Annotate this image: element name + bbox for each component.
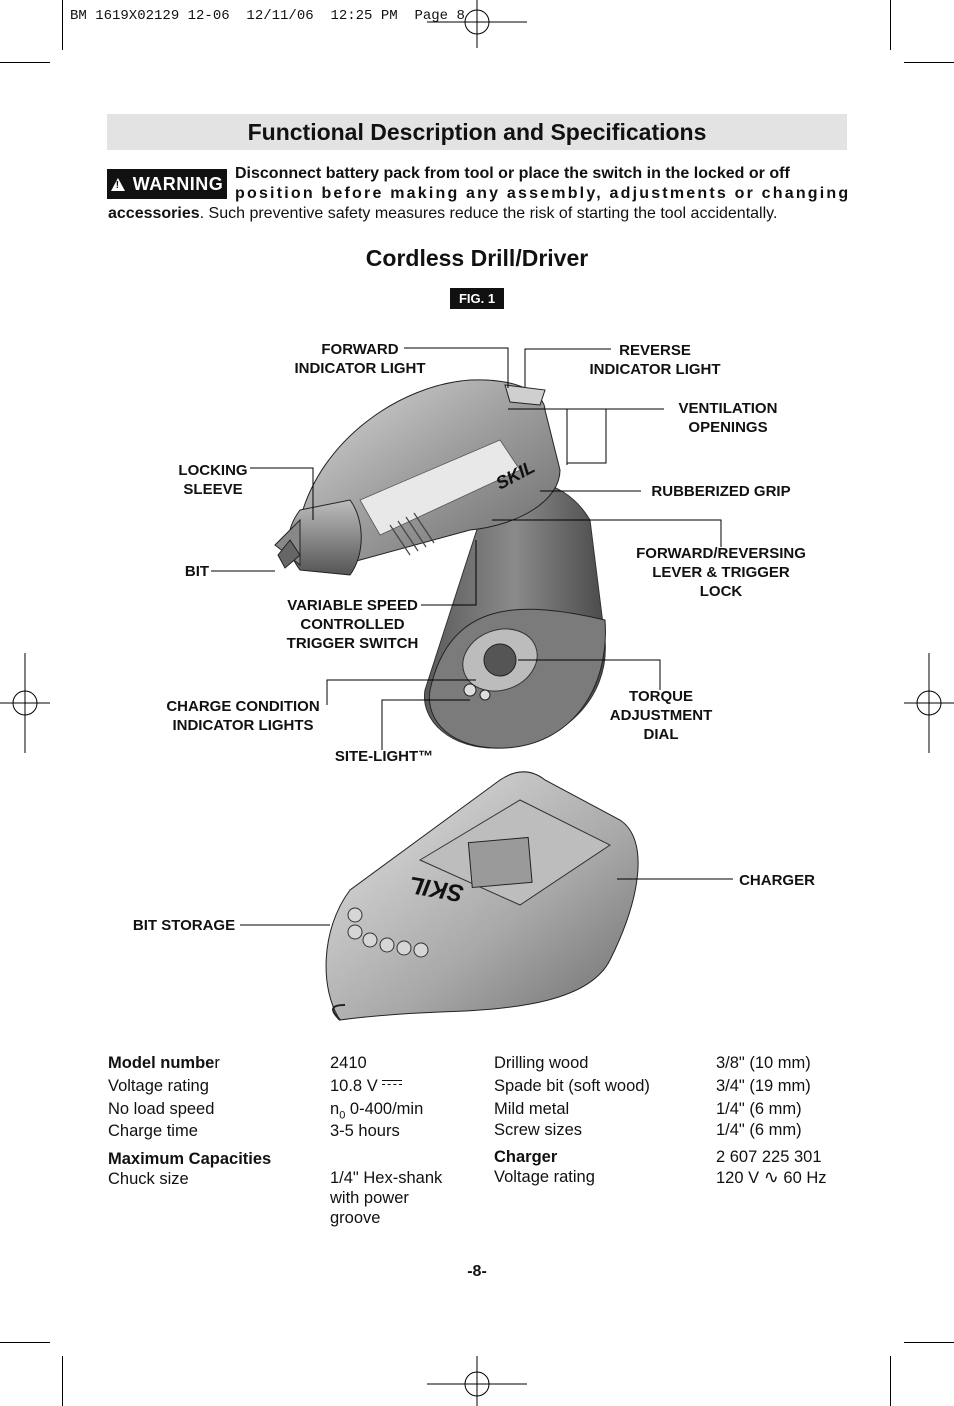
ac-symbol-icon: ∿	[763, 1167, 779, 1187]
warning-badge-label: WARNING	[132, 173, 224, 194]
warning-badge: ! WARNING	[107, 169, 227, 199]
page-title: Functional Description and Specification…	[247, 119, 707, 145]
callout-trigger: VARIABLE SPEED CONTROLLED TRIGGER SWITCH	[286, 597, 419, 652]
spec-chuck-label: Chuck size	[108, 1170, 189, 1188]
spec-model-value: 2410	[330, 1054, 367, 1072]
callout-reverse-indicator: REVERSE INDICATOR LIGHT	[589, 342, 721, 378]
spec-noload-label: No load speed	[108, 1100, 215, 1118]
spec-drilling-wood-label: Drilling wood	[494, 1054, 589, 1072]
callout-rubberized-grip: RUBBERIZED GRIP	[651, 483, 791, 500]
page-number: -8-	[467, 1263, 487, 1280]
spec-charge-time-value: 3-5 hours	[330, 1122, 400, 1140]
callout-torque-dial: TORQUE ADJUSTMENT DIAL	[609, 688, 713, 743]
spec-max-capacities-heading: Maximum Capacities	[108, 1150, 272, 1168]
spec-charge-time-label: Charge time	[108, 1122, 198, 1140]
spec-screw-sizes-label: Screw sizes	[494, 1121, 583, 1139]
spec-spade-bit-label: Spade bit (soft wood)	[494, 1077, 650, 1095]
callout-bit-storage: BIT STORAGE	[132, 917, 236, 934]
spec-mild-metal-value: 1/4" (6 mm)	[716, 1100, 802, 1118]
spec-drilling-wood-value: 3/8" (10 mm)	[716, 1054, 811, 1072]
callout-fwd-rev-lever: FORWARD/REVERSING LEVER & TRIGGER LOCK	[636, 545, 806, 600]
spec-model-label: Model number	[108, 1054, 220, 1072]
figure-title: Cordless Drill/Driver	[365, 245, 589, 271]
spec-charger-value: 2 607 225 301	[716, 1148, 822, 1166]
callout-site-light: SITE-LIGHT™	[334, 748, 434, 765]
warning-line-2: position before making any assembly, adj…	[235, 185, 851, 202]
warning-line-3: accessories. Such preventive safety meas…	[108, 205, 777, 223]
spec-charger-label: Charger	[494, 1148, 558, 1166]
print-slug: BM 1619X02129 12-06 12/11/06 12:25 PM Pa…	[70, 8, 465, 24]
warning-triangle-icon: !	[110, 177, 125, 191]
drill-body: SKIL	[274, 379, 606, 749]
callout-locking-sleeve: LOCKING SLEEVE	[178, 462, 248, 498]
spec-chuck-value: 1/4" Hex-shank with power groove	[330, 1169, 443, 1227]
callout-forward-indicator: FORWARD INDICATOR LIGHT	[294, 341, 426, 377]
spec-mild-metal-label: Mild metal	[494, 1100, 570, 1118]
spec-screw-sizes-value: 1/4" (6 mm)	[716, 1121, 802, 1139]
spec-voltage-label: Voltage rating	[108, 1077, 209, 1095]
warning-line-1: Disconnect battery pack from tool or pla…	[235, 165, 790, 182]
spec-noload-value: n0 0-400/min	[330, 1100, 424, 1122]
spec-voltage-value: 10.8 V	[330, 1075, 403, 1097]
callout-ventilation: VENTILATION OPENINGS	[678, 400, 778, 436]
warning-line-3-bold: accessories	[108, 205, 200, 222]
figure-label: FIG. 1	[450, 288, 504, 309]
spec-charger-voltage-label: Voltage rating	[494, 1168, 595, 1186]
callout-bit: BIT	[184, 563, 210, 580]
spec-charger-voltage-value: 120 V ∿ 60 Hz	[716, 1167, 827, 1187]
leader-lines	[211, 347, 733, 926]
title-bar: Functional Description and Specification…	[107, 114, 847, 150]
spec-spade-bit-value: 3/4" (19 mm)	[716, 1077, 811, 1095]
dc-symbol-icon	[382, 1080, 403, 1091]
callout-charge-lights: CHARGE CONDITION INDICATOR LIGHTS	[166, 698, 320, 734]
callout-charger: CHARGER	[739, 872, 815, 889]
charger-body: SKIL	[325, 771, 639, 1021]
warning-line-3-rest: . Such preventive safety measures reduce…	[199, 205, 778, 222]
